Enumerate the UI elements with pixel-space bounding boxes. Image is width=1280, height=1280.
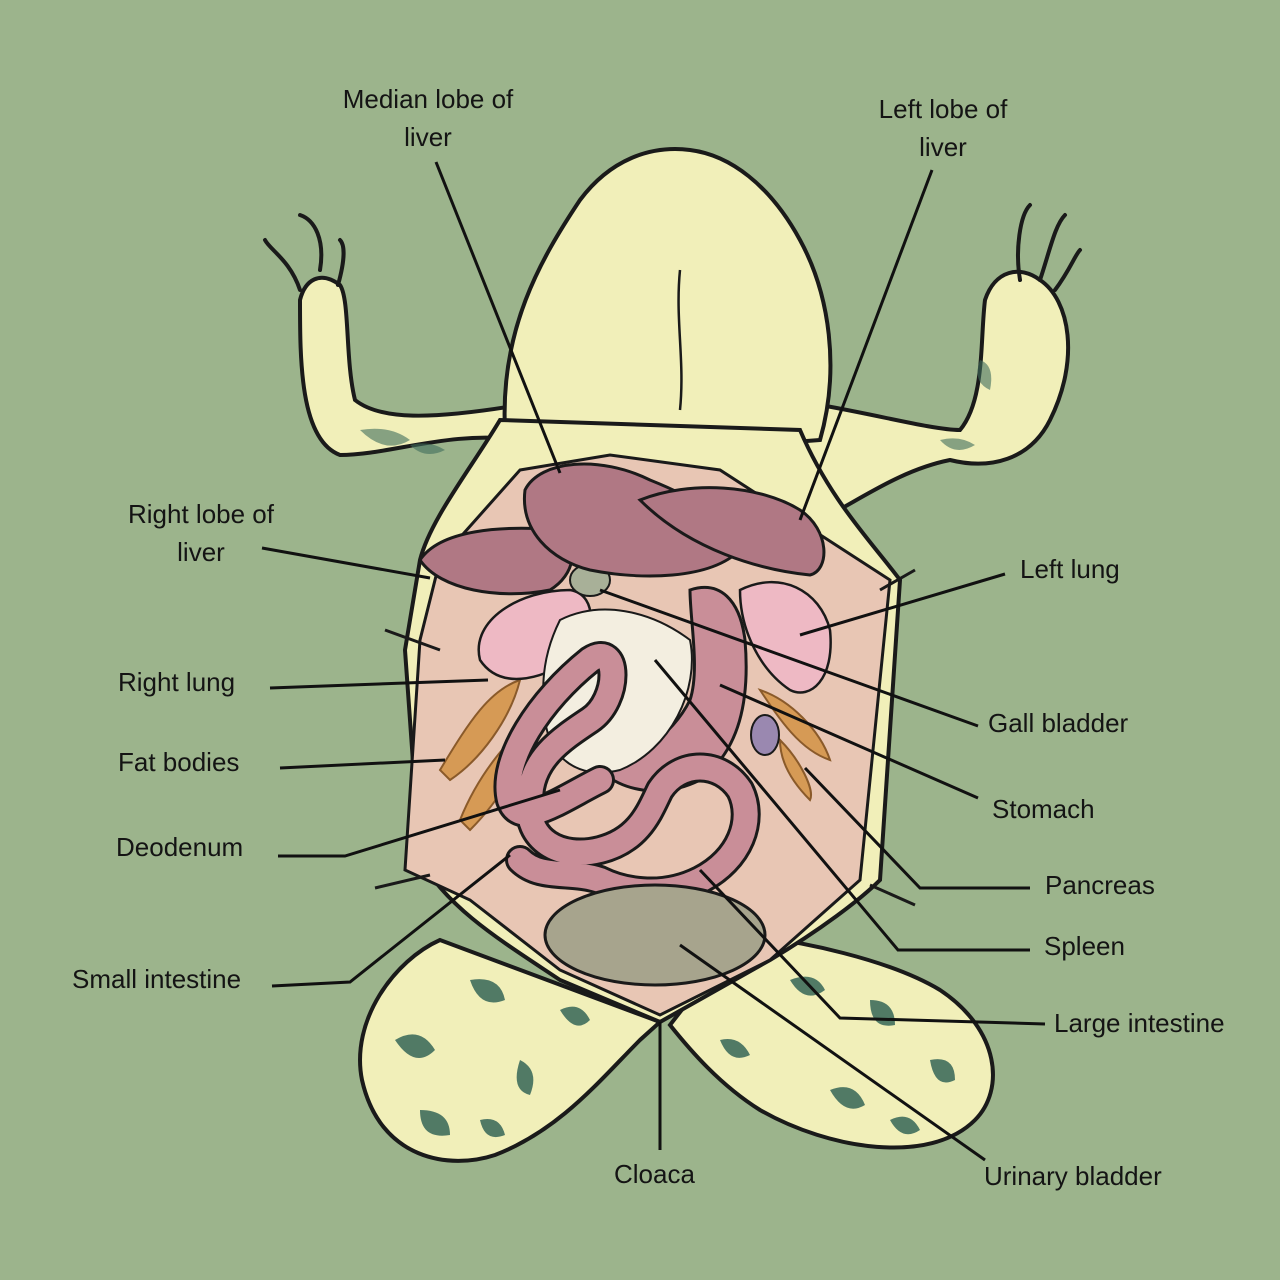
- label-large-intestine: Large intestine: [1054, 1008, 1225, 1038]
- right-hind-leg: [667, 932, 995, 1150]
- leader-right-lobe: [261, 546, 431, 580]
- leader-urinary-bladder: [679, 943, 986, 1162]
- leader-right-lung: [269, 678, 489, 690]
- label-fat-bodies: Fat bodies: [118, 747, 240, 777]
- leader-fat-bodies: [279, 758, 446, 770]
- leader-left-lobe: [798, 169, 934, 521]
- leader-large-intestine: [698, 868, 1046, 1026]
- label-left-lung: Left lung: [1020, 554, 1120, 584]
- leader-stomach: [719, 683, 979, 800]
- leader-spleen: [653, 659, 1030, 952]
- label-deodenum: Deodenum: [116, 832, 244, 862]
- label-cloaca: Cloaca: [614, 1159, 695, 1189]
- left-liver-lobe-shape: [637, 486, 826, 577]
- label-right-lobe-of-liver: Right lobe of liver: [128, 499, 274, 567]
- label-right-lung: Right lung: [118, 667, 236, 697]
- frog-head: [502, 147, 833, 445]
- leader-median-lobe: [434, 161, 562, 474]
- leader-pancreas: [803, 766, 1030, 890]
- left-arm: [263, 213, 522, 458]
- label-gall-bladder: Gall bladder: [988, 708, 1129, 738]
- leader-gall-bladder: [599, 588, 979, 728]
- left-hind-leg: [358, 937, 664, 1163]
- leader-lines: [261, 161, 1046, 1162]
- label-small-intestine: Small intestine: [72, 964, 242, 994]
- leader-deodenum: [278, 788, 561, 858]
- label-spleen: Spleen: [1044, 931, 1125, 961]
- label-urinary-bladder: Urinary bladder: [984, 1161, 1162, 1191]
- label-median-lobe-of-liver: Median lobe of liver: [342, 84, 514, 152]
- dissection-pins: [374, 568, 916, 907]
- urinary-bladder-shape: [543, 883, 767, 987]
- right-arm: [787, 203, 1082, 523]
- label-pancreas: Pancreas: [1045, 870, 1155, 900]
- label-left-lobe-of-liver: Left lobe of liver: [878, 94, 1008, 162]
- leader-left-lung: [799, 572, 1006, 637]
- label-stomach: Stomach: [992, 794, 1095, 824]
- spleen-shape: [750, 714, 780, 756]
- leader-small-intestine: [271, 853, 511, 988]
